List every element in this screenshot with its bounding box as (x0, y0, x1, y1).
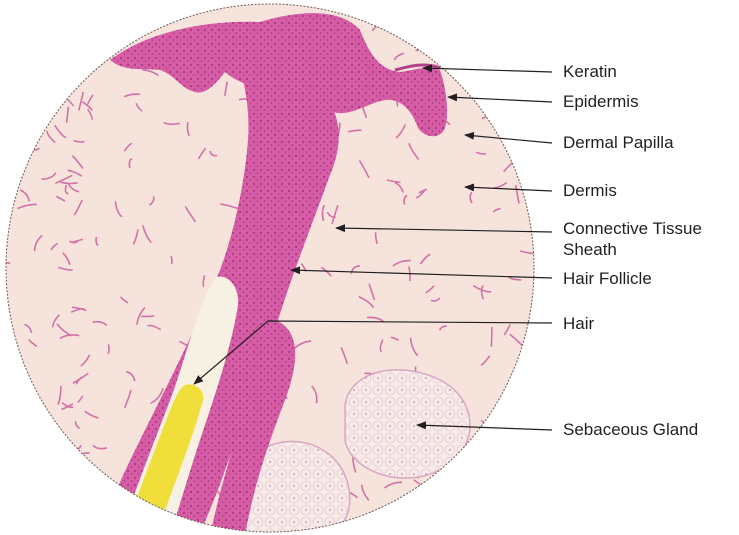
dermis-fiber (65, 458, 72, 470)
dermis-fiber (146, 16, 154, 30)
keratin-label: Keratin (563, 62, 617, 82)
dermis-fiber (488, 499, 502, 508)
hair-follicle-label: Hair Follicle (563, 269, 652, 289)
dermis-fiber (514, 446, 532, 447)
dermis-fiber (511, 486, 526, 487)
epidermis-label: Epidermis (563, 92, 639, 112)
dermis-fiber (513, 467, 515, 477)
dermis-fiber (524, 385, 538, 393)
dermis-fiber (64, 28, 72, 43)
dermis-fiber (50, 75, 54, 83)
dermis-fiber (30, 36, 44, 38)
hair-label: Hair (563, 314, 594, 334)
dermis-fiber (35, 26, 53, 30)
dermis-fiber (499, 21, 504, 32)
dermis-fiber (62, 457, 64, 469)
dermis-fiber (504, 94, 513, 98)
dermis-fiber (488, 505, 496, 511)
sebaceous-gland-label: Sebaceous Gland (563, 420, 698, 440)
dermis-fiber (0, 398, 14, 403)
dermis-fiber (452, 36, 471, 40)
dermal-papilla-label: Dermal Papilla (563, 133, 674, 153)
dermis-fiber (517, 109, 523, 115)
dermis-label: Dermis (563, 181, 617, 201)
dermis-fiber (65, 42, 70, 52)
dermis-fiber (34, 49, 47, 53)
dermis-fiber (63, 468, 75, 481)
dermis-fiber (51, 483, 52, 502)
dermis-fiber (58, 477, 75, 478)
dermis-fiber (16, 436, 22, 452)
dermis-fiber (25, 148, 39, 150)
dermis-fiber (150, 21, 155, 30)
dermis-fiber (482, 63, 486, 79)
dermis-fiber (57, 50, 61, 57)
dermis-fiber (457, 494, 471, 507)
dermis-fiber (527, 22, 532, 35)
dermis-fiber (516, 54, 520, 62)
dermis-fiber (4, 413, 19, 420)
dermis-fiber (53, 54, 58, 65)
dermis-fiber (436, 497, 448, 505)
dermis-fiber (469, 72, 478, 78)
dermis-fiber (97, 5, 108, 22)
dermis-fiber (40, 453, 51, 460)
dermis-fiber (43, 102, 54, 103)
dermis-fiber (141, 316, 154, 317)
dermis-fiber (436, 502, 440, 514)
dermis-fiber (497, 414, 500, 425)
dermis-fiber (21, 126, 24, 145)
connective-tissue-sheath-label: Connective Tissue Sheath (563, 218, 733, 260)
dermis-fiber (518, 130, 529, 137)
dermis-fiber (14, 111, 20, 130)
dermis-fiber (2, 193, 13, 200)
dermis-fiber (512, 415, 522, 420)
dermis-fiber (79, 8, 80, 26)
dermis-fiber (491, 327, 492, 347)
dermis-fiber (4, 502, 12, 510)
